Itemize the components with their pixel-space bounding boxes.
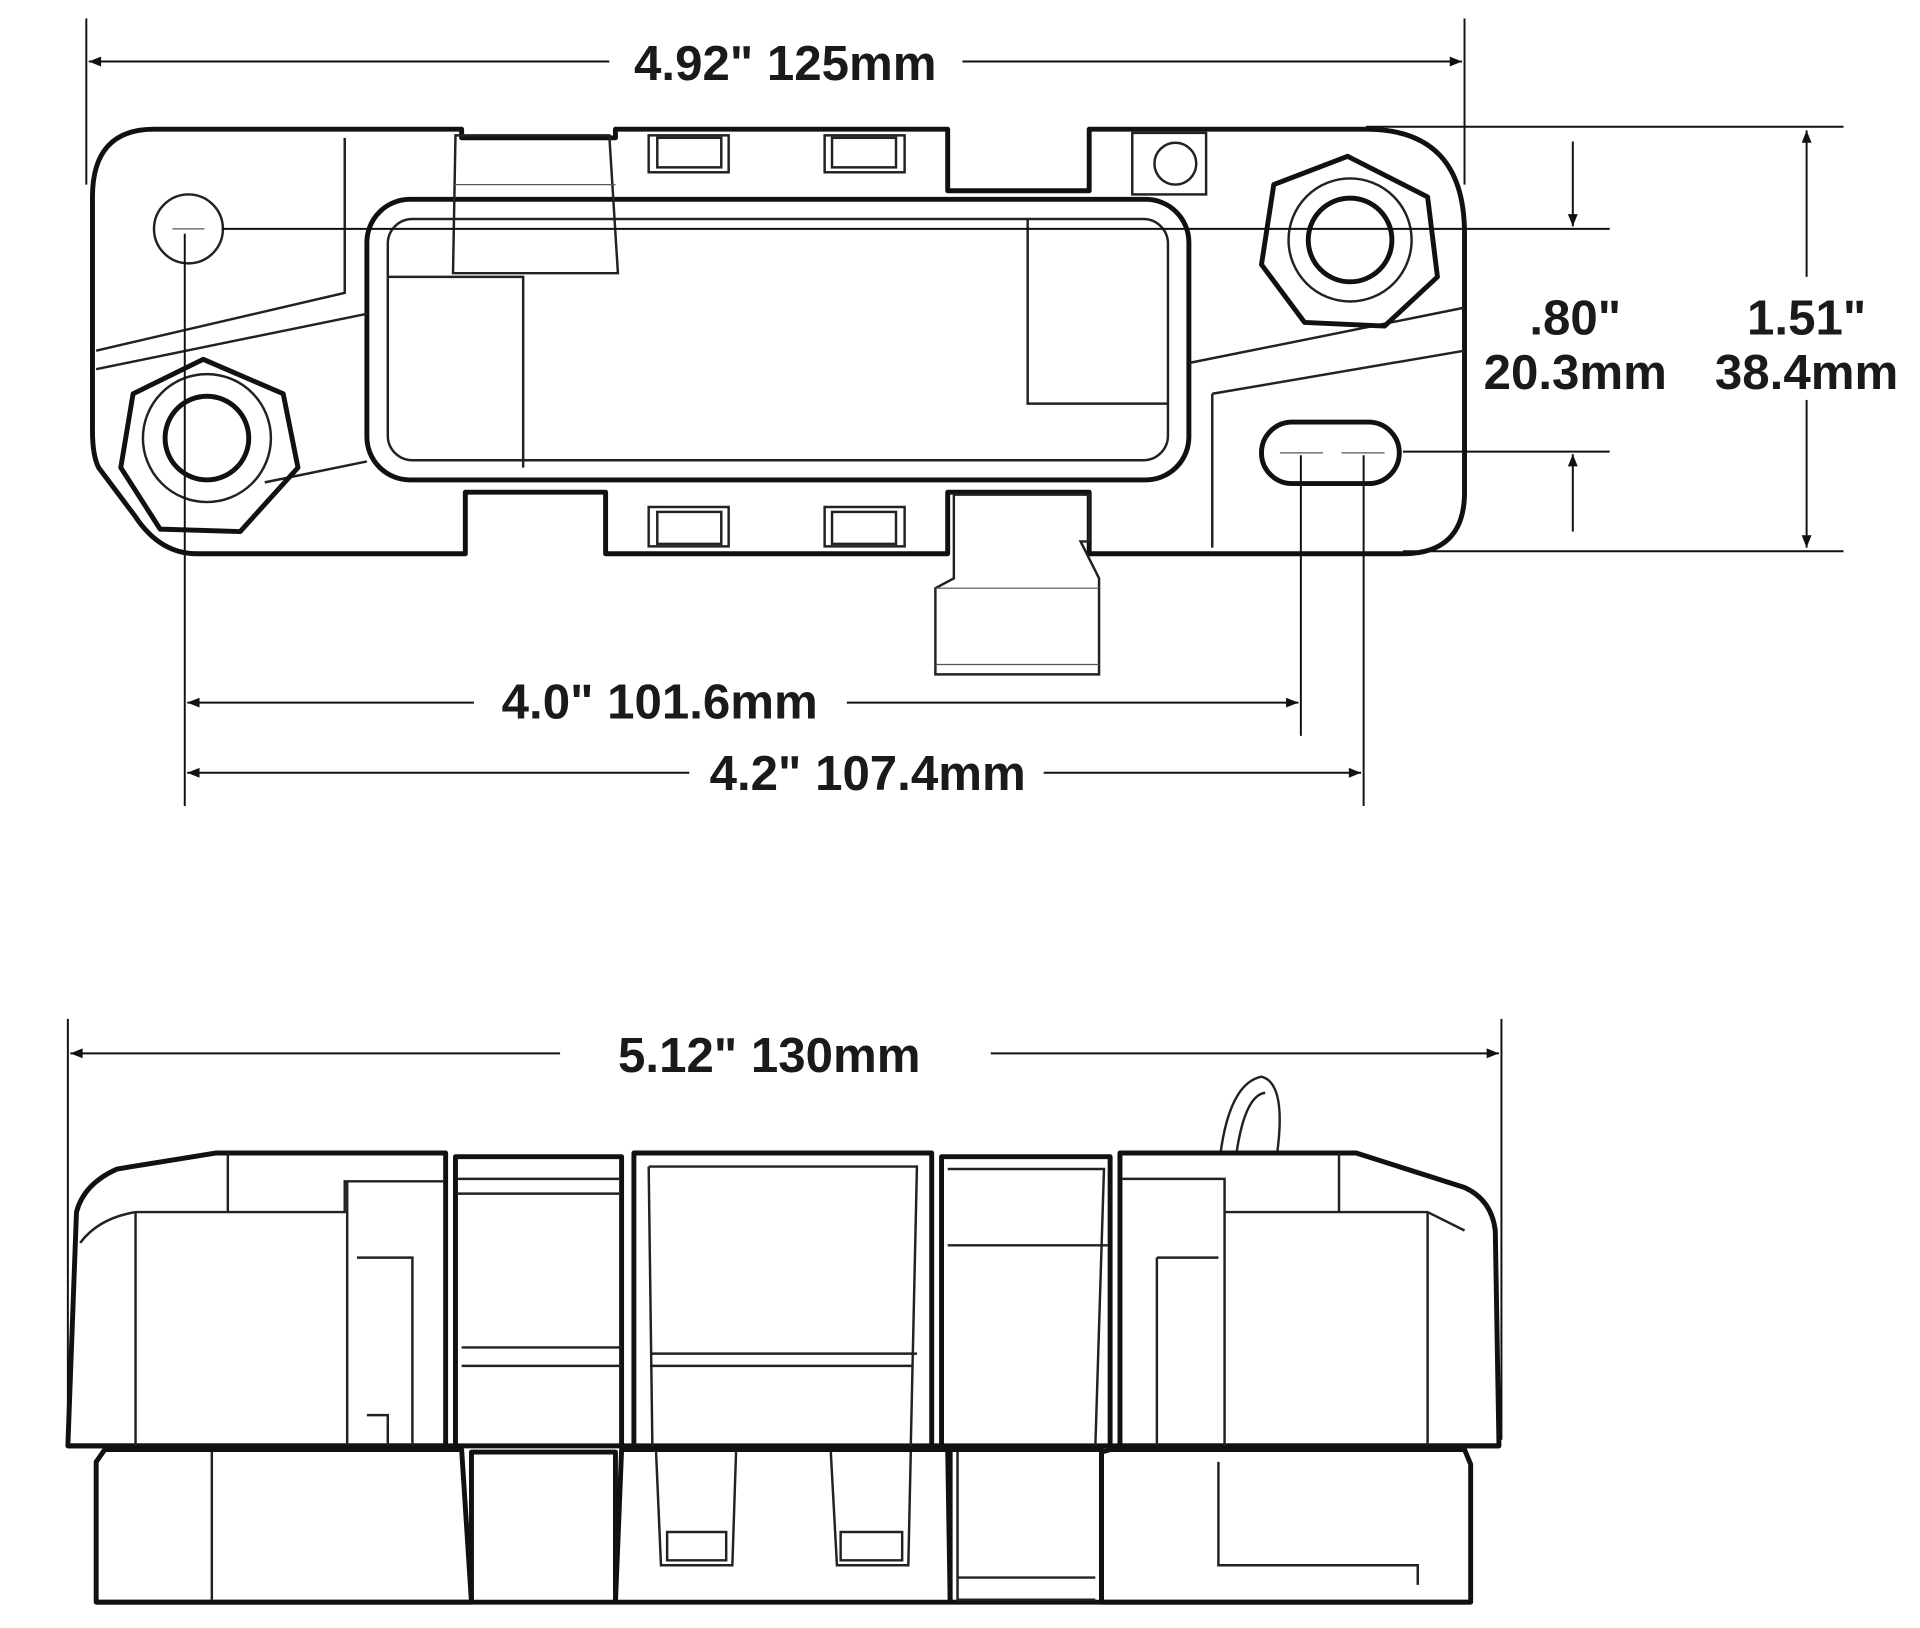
side-view	[65, 1075, 1502, 1605]
slot-spacing-mm: 20.3mm	[1484, 345, 1667, 400]
hole-to-slot-far-label: 4.2" 107.4mm	[710, 746, 1026, 801]
side-dimensions: 5.12" 130mm	[66, 1018, 1503, 1440]
right-stud-nut	[1259, 153, 1440, 329]
top-dimensions: 4.92" 125mm 1.51" 38.4mm .80" 20.3mm 4.0…	[85, 18, 1902, 807]
clip	[647, 134, 730, 174]
overall-length-label: 5.12" 130mm	[618, 1028, 920, 1083]
wire-lead	[934, 493, 1101, 676]
slot-spacing-in: .80"	[1529, 291, 1621, 346]
fuse-window	[364, 196, 1192, 483]
top-view	[90, 126, 1467, 676]
clip	[823, 505, 906, 548]
overall-height-in: 1.51"	[1747, 291, 1866, 346]
overall-height-mm: 38.4mm	[1715, 345, 1898, 400]
side-wire	[1219, 1075, 1281, 1151]
overall-width-label: 4.92" 125mm	[634, 36, 936, 91]
mount-slot	[1259, 419, 1402, 487]
hole-to-slot-near-label: 4.0" 101.6mm	[502, 675, 818, 730]
left-stud-nut	[118, 356, 301, 535]
body-outline	[90, 126, 1467, 557]
clip	[823, 134, 906, 174]
clip	[647, 505, 730, 548]
